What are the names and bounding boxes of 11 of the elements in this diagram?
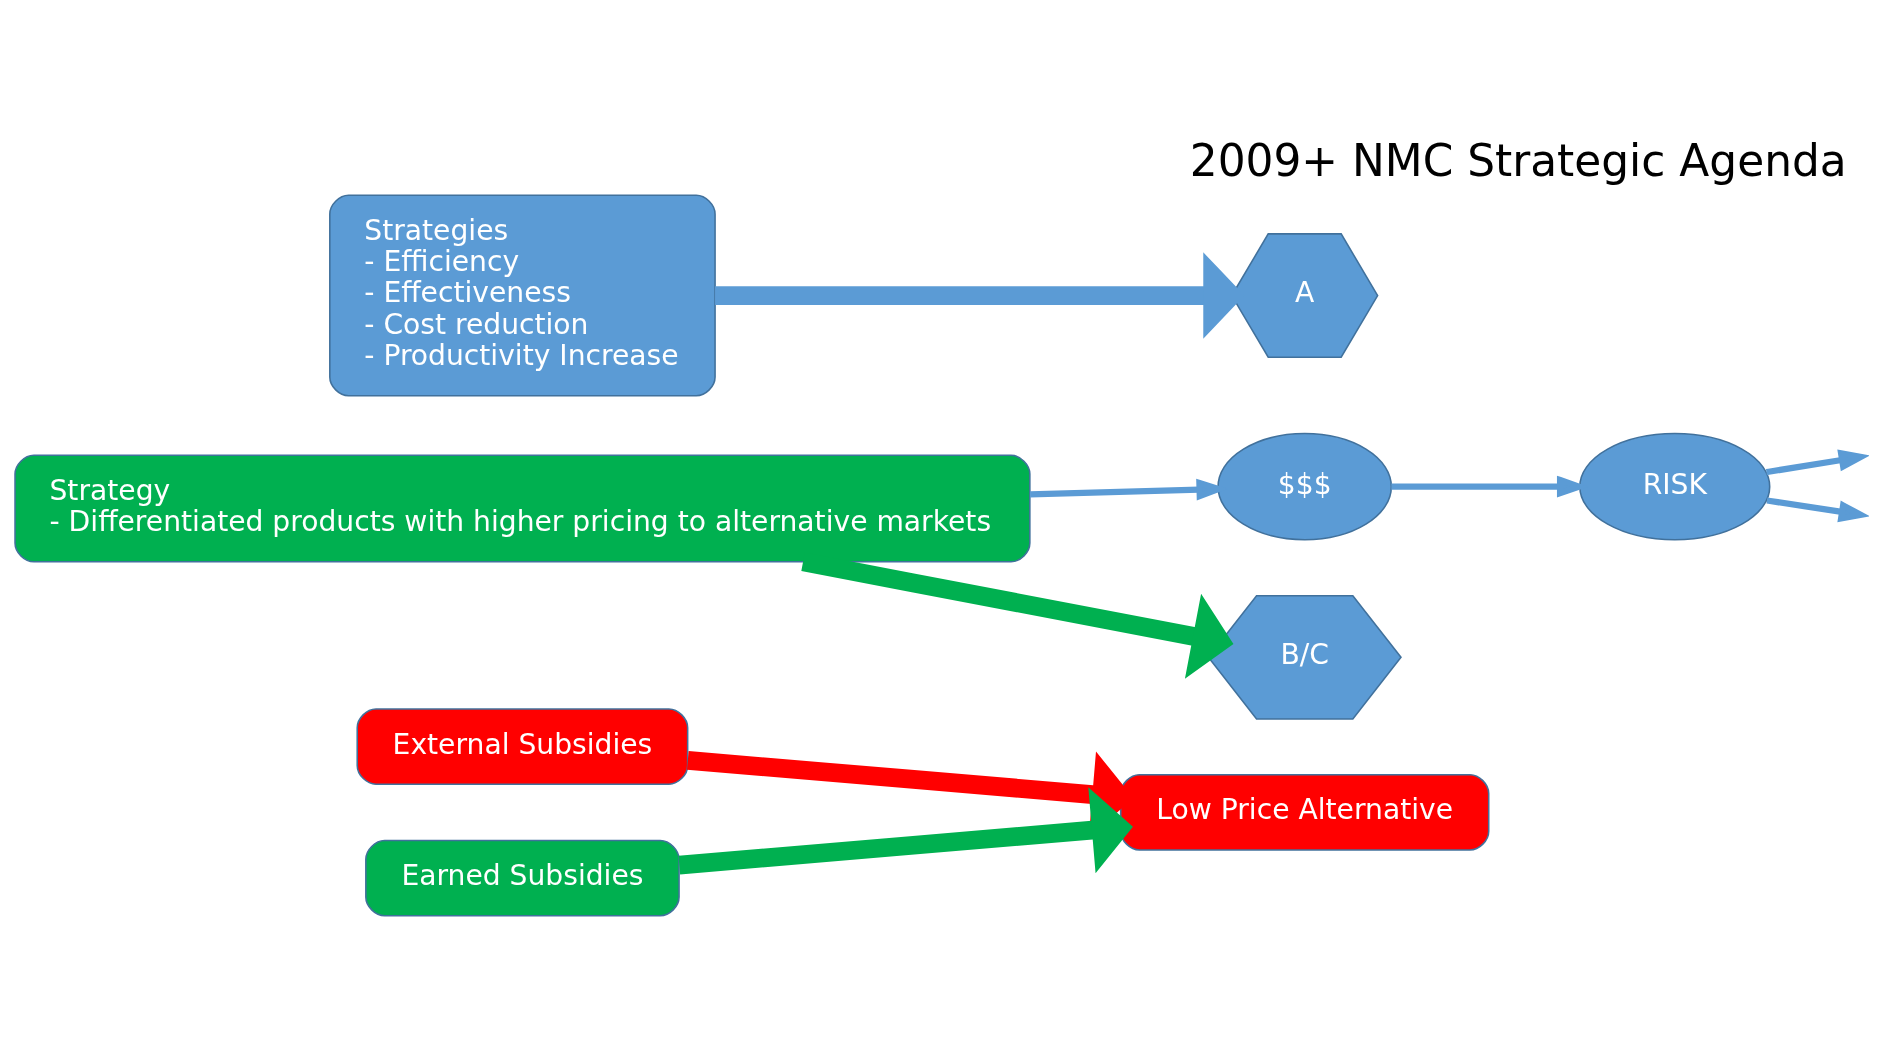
node-box: Earned Subsidies: [365, 839, 680, 917]
node-ellipse: RISK: [1579, 432, 1771, 541]
arrow: [1765, 449, 1869, 476]
node-box: External Subsidies: [356, 708, 689, 785]
arrow: [1766, 497, 1869, 523]
node-box: Strategies - Efficiency - Effectiveness - Cost reduction - Productivity Increase: [329, 194, 716, 397]
node-box: Strategy - Differentiated products with higher pricing to alternative markets: [14, 454, 1031, 563]
node-ellipse: $$$: [1217, 432, 1393, 541]
arrow: [678, 787, 1133, 875]
diagram-title: 2009+ NMC Strategic Agenda: [1189, 134, 1847, 186]
node-box: Low Price Alternative: [1119, 774, 1490, 851]
